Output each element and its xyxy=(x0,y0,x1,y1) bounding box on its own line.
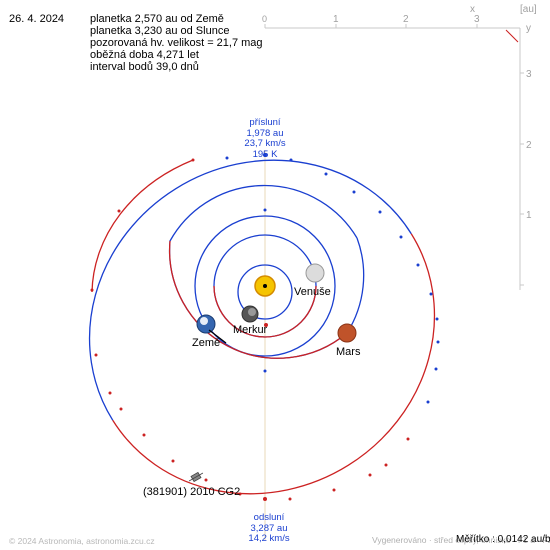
mars-label: Mars xyxy=(336,346,361,358)
venus-orbit-lower xyxy=(213,285,317,338)
info-panel: planetka 2,570 au od Země planetka 3,230… xyxy=(90,13,263,73)
mars-orbit-lower xyxy=(168,240,348,359)
mars-orbit-right xyxy=(346,237,365,334)
unit-label: [au] xyxy=(520,4,537,15)
asteroid-icon xyxy=(188,471,204,483)
aphelion-title: odsluní xyxy=(253,512,285,523)
x-tick-3: 3 xyxy=(474,14,480,25)
focus-marker xyxy=(264,323,268,327)
mercury-orbit xyxy=(237,264,293,320)
perihelion-temp: 195 K xyxy=(252,148,278,160)
axes xyxy=(264,24,524,290)
y-axis-label: y xyxy=(526,23,531,34)
y-tick-3: 3 xyxy=(526,69,532,80)
asteroid-orbit-red-arc xyxy=(91,159,194,293)
asteroid-orbit-red-points xyxy=(90,158,410,501)
copyright-text: © 2024 Astronomia, astronomia.zcu.cz xyxy=(9,536,155,546)
corner-marker xyxy=(505,29,519,43)
info-interval: interval bodů 39,0 dnů xyxy=(90,61,199,73)
perihelion-title: přísluní xyxy=(249,117,281,128)
x-tick-1: 1 xyxy=(333,14,339,25)
asteroid-label: (381901) 2010 CG2 xyxy=(143,486,241,498)
earth-to-asteroid-line xyxy=(208,329,227,344)
aphelion-distance: 3,287 au xyxy=(250,522,288,534)
earth-orbit xyxy=(194,215,336,357)
mars-icon xyxy=(337,323,357,343)
x-tick-2: 2 xyxy=(403,14,409,25)
perihelion-label: přísluní 1,978 au 23,7 km/s 195 K xyxy=(238,117,292,160)
earth-label: Země xyxy=(192,337,221,349)
y-tick-2: 2 xyxy=(526,140,532,151)
date-label: 26. 4. 2024 xyxy=(9,13,65,25)
venus-label: Venuše xyxy=(294,286,331,298)
perihelion-distance: 1,978 au xyxy=(246,127,284,139)
x-axis-label: x xyxy=(470,4,475,15)
y-tick-1: 1 xyxy=(526,210,532,221)
scale-text: Měřítko : 0,0142 au/bod xyxy=(456,534,550,545)
asteroid-orbit-points xyxy=(225,156,440,404)
info-period: oběžná doba 4,271 let xyxy=(90,49,199,61)
sun-center xyxy=(263,284,267,288)
venus-icon xyxy=(305,263,325,283)
info-distance-sun: planetka 3,230 au od Slunce xyxy=(90,25,230,37)
mercury-label: Merkur xyxy=(233,324,268,336)
info-magnitude: pozorovaná hv. velikost = 21,7 mag xyxy=(90,37,263,49)
perihelion-speed: 23,7 km/s xyxy=(244,138,286,149)
legend-text: Vygenerováno · střed elipsy, ohnisko · F… xyxy=(372,535,550,545)
aphelion-point xyxy=(263,497,267,501)
x-tick-0: 0 xyxy=(262,14,267,24)
aphelion-speed: 14,2 km/s xyxy=(248,533,290,544)
aphelion-label: odsluní 3,287 au 14,2 km/s xyxy=(242,512,296,545)
info-distance-earth: planetka 2,570 au od Země xyxy=(90,13,224,25)
asteroid-orbit xyxy=(88,159,436,495)
perihelion-point xyxy=(263,153,267,157)
